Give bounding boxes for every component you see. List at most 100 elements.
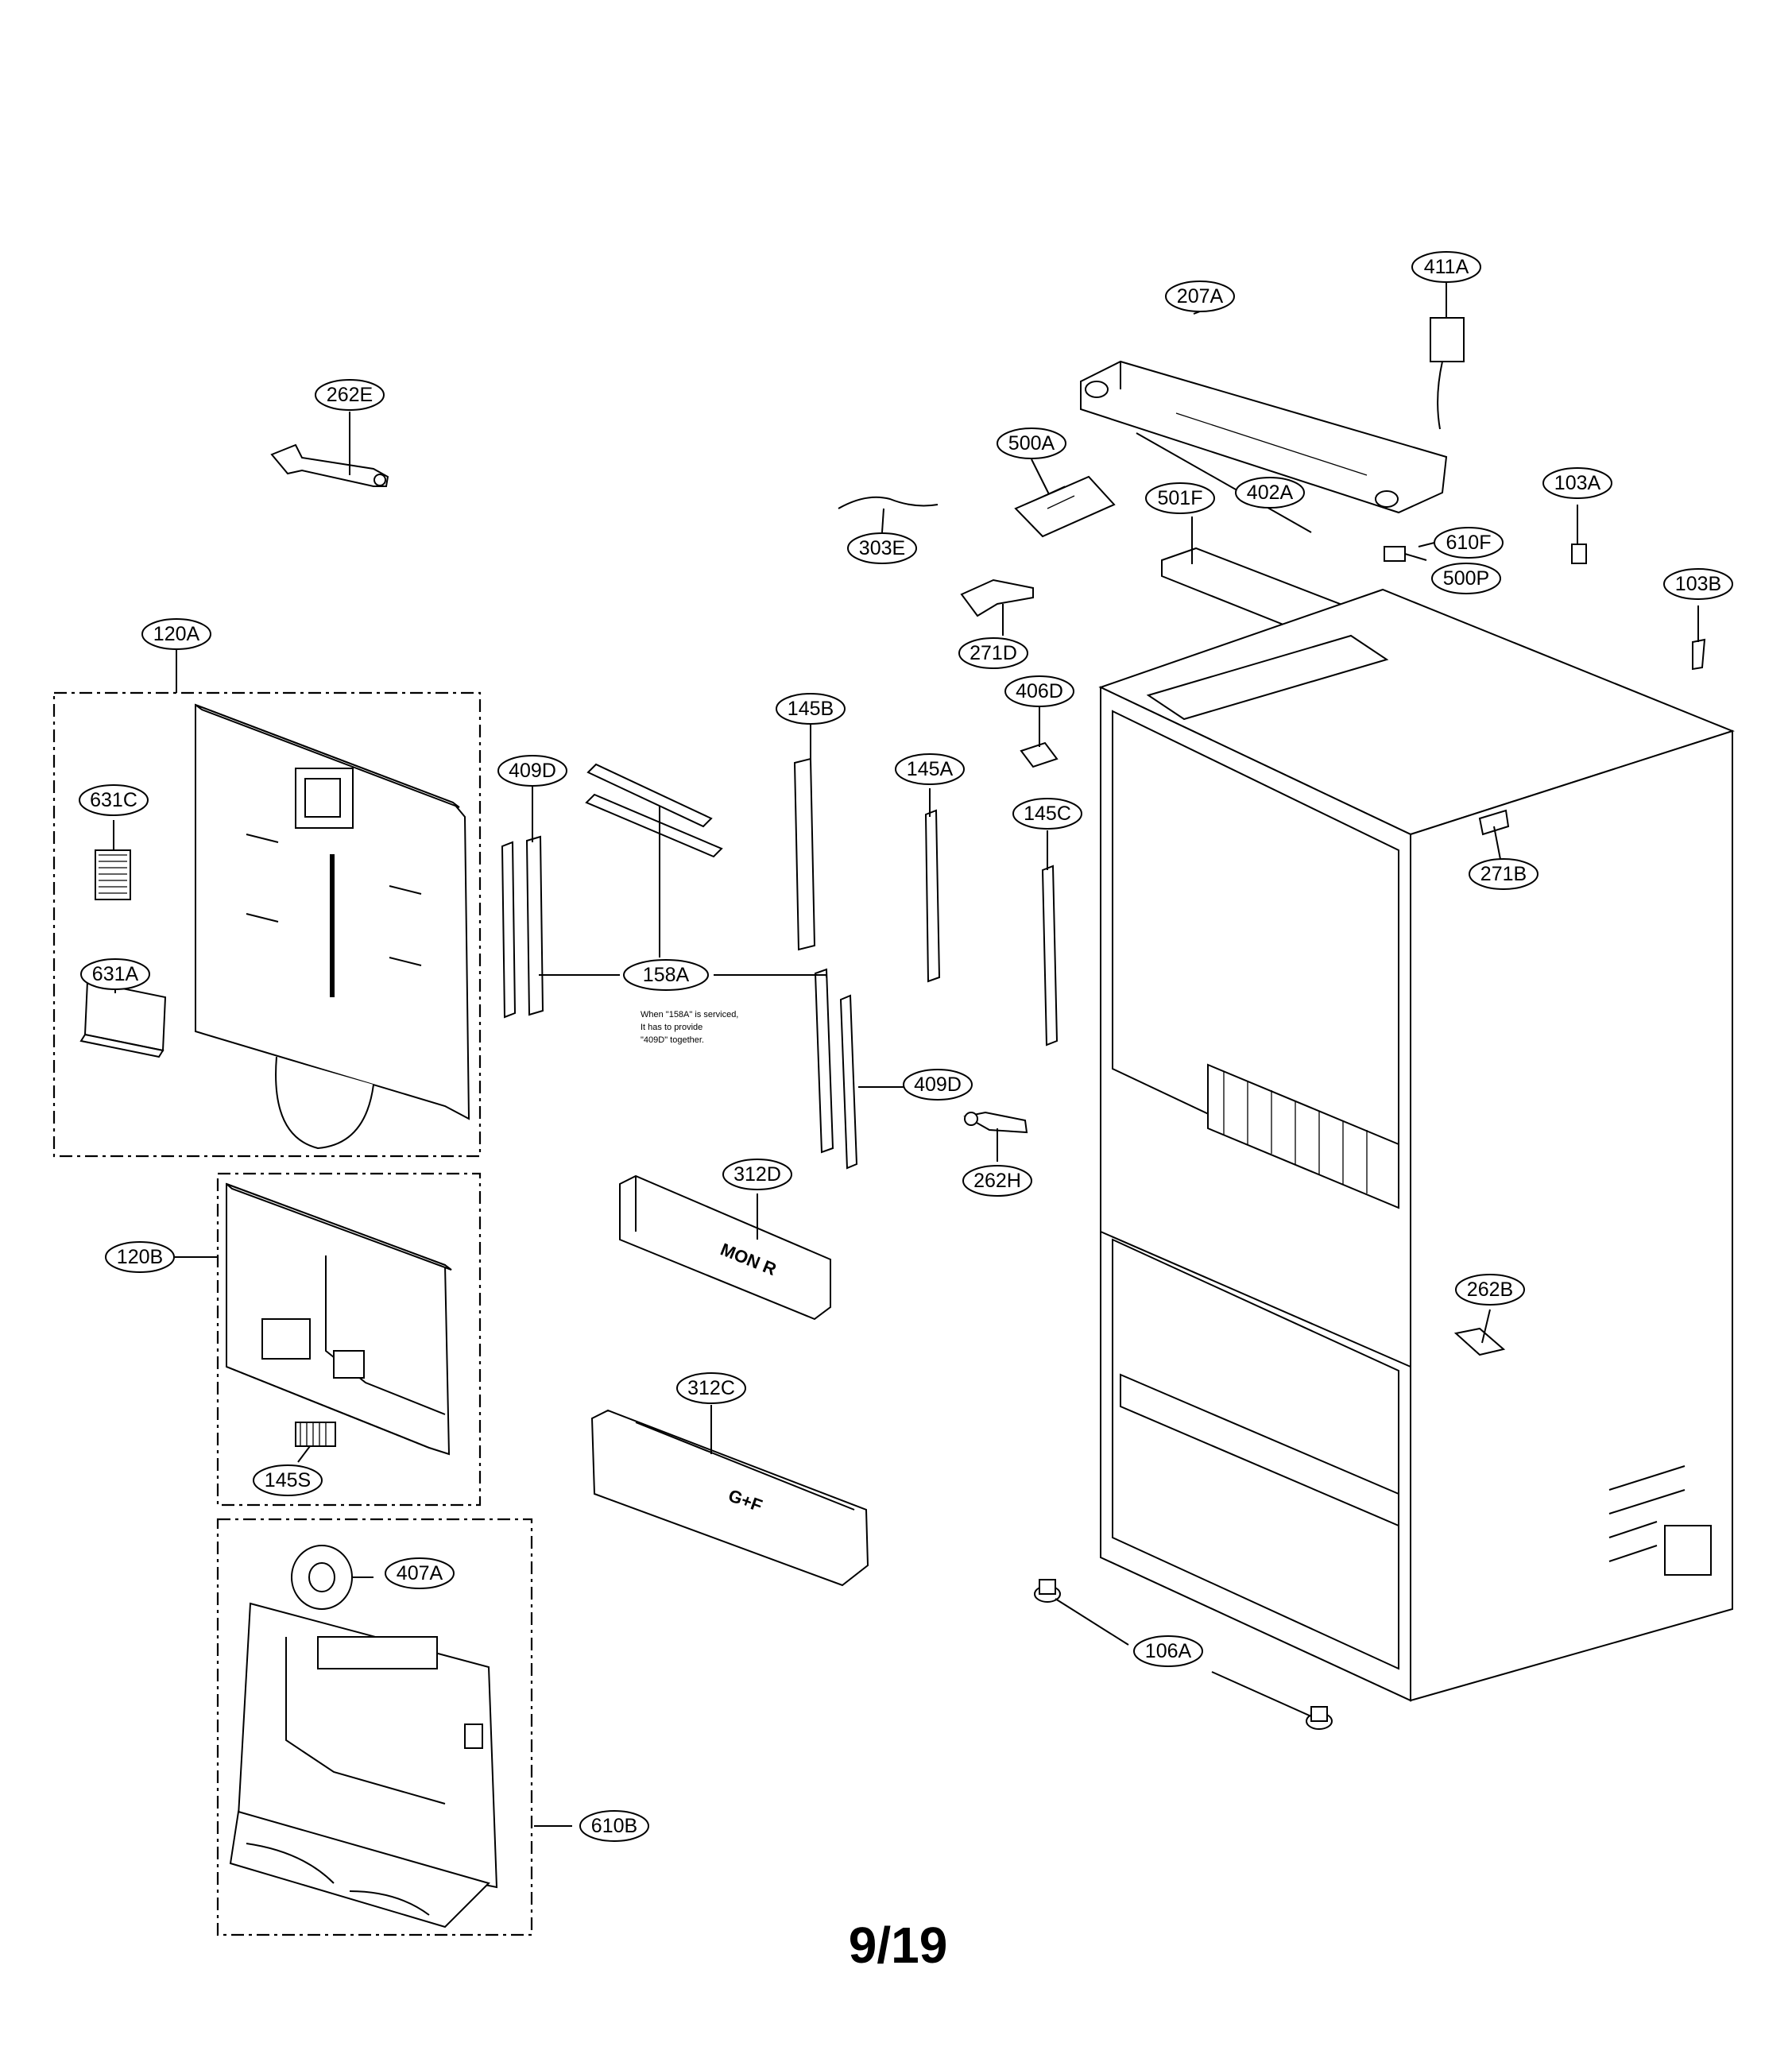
callout: 103B — [1663, 568, 1733, 600]
svg-text:406D: 406D — [1016, 680, 1063, 702]
svg-text:631C: 631C — [90, 789, 137, 811]
group-box-120B — [216, 1172, 482, 1507]
filter-cover-panel — [195, 703, 470, 1150]
callout: 610B — [579, 1810, 649, 1842]
svg-text:103B: 103B — [1675, 573, 1721, 595]
svg-text:271B: 271B — [1480, 863, 1527, 885]
callout: 271B — [1469, 858, 1538, 890]
trim-strips-409D-left — [501, 835, 544, 1019]
cam-262H — [963, 1111, 1028, 1134]
wrench-262E — [270, 443, 389, 487]
callout: 409D — [903, 1069, 973, 1101]
duct-assembly-610B — [229, 1602, 498, 1929]
service-note-line-1: When "158A" is serviced, — [641, 1010, 738, 1019]
callout: 631C — [79, 784, 149, 816]
damper-145S — [295, 1422, 336, 1447]
svg-text:312D: 312D — [733, 1163, 781, 1186]
callout: 631A — [80, 958, 150, 990]
svg-text:106A: 106A — [1145, 1640, 1192, 1662]
callout: 103A — [1542, 467, 1612, 499]
svg-text:145B: 145B — [788, 698, 834, 720]
power-cord-411A — [1430, 317, 1465, 430]
svg-text:262B: 262B — [1467, 1279, 1513, 1301]
svg-text:409D: 409D — [509, 760, 556, 782]
svg-text:610F: 610F — [1446, 532, 1492, 554]
harness-303E — [838, 496, 939, 509]
svg-text:103A: 103A — [1554, 472, 1601, 494]
hinge-262B — [1453, 1327, 1506, 1356]
callout: 501F — [1145, 482, 1215, 514]
hinge-103A — [1571, 544, 1587, 564]
callout: 407A — [385, 1557, 455, 1589]
callout: 145S — [253, 1464, 323, 1496]
svg-text:610B: 610B — [591, 1815, 637, 1837]
callout: 411A — [1411, 251, 1481, 283]
trim-strip-158A-top — [585, 763, 723, 858]
callout: 500P — [1431, 563, 1501, 594]
callout: 106A — [1133, 1635, 1203, 1667]
callout: 120B — [105, 1241, 175, 1273]
svg-text:411A: 411A — [1424, 256, 1469, 278]
callout: 312C — [676, 1372, 746, 1404]
callout: 402A — [1235, 477, 1305, 509]
callout: 262H — [962, 1165, 1032, 1197]
group-box-120A — [52, 650, 482, 1158]
svg-text:409D: 409D — [914, 1074, 962, 1096]
service-note-line-3: "409D" together. — [641, 1035, 704, 1045]
callout: 610F — [1434, 527, 1504, 559]
svg-text:312C: 312C — [687, 1377, 735, 1399]
callout: 409D — [497, 755, 567, 787]
service-note: When "158A" is serviced, It has to provi… — [641, 1010, 738, 1045]
drawer-cover-312D: MON R — [619, 1174, 831, 1321]
group-box-610B — [216, 1518, 533, 1936]
hinge-103B — [1692, 638, 1706, 671]
svg-text:145C: 145C — [1024, 803, 1071, 825]
svg-text:631A: 631A — [92, 963, 139, 985]
svg-text:262H: 262H — [973, 1170, 1021, 1192]
fan-motor-407A — [291, 1545, 353, 1610]
callout: 207A — [1165, 280, 1235, 312]
svg-text:120A: 120A — [153, 623, 200, 645]
drawer-cover-312C: G+F — [590, 1409, 869, 1587]
service-note-line-2: It has to provide — [641, 1023, 702, 1032]
bracket-271D — [960, 578, 1034, 617]
fresh-air-filter — [79, 980, 167, 1058]
svg-text:145A: 145A — [907, 758, 954, 780]
callout: 158A — [623, 959, 709, 991]
leveling-leg-left — [1034, 1579, 1061, 1603]
switch-500P — [1384, 546, 1406, 562]
hinge-271B — [1478, 809, 1510, 836]
svg-text:158A: 158A — [643, 964, 690, 986]
callout: 312D — [722, 1159, 792, 1190]
svg-text:501F: 501F — [1158, 487, 1203, 509]
callout: 271D — [958, 637, 1028, 669]
evaporator-cover-panel — [226, 1182, 452, 1456]
svg-text:262E: 262E — [327, 384, 373, 406]
callout: 262E — [315, 379, 385, 411]
svg-text:500A: 500A — [1008, 432, 1055, 455]
callout: 303E — [847, 532, 917, 564]
svg-text:271D: 271D — [970, 642, 1017, 664]
svg-text:120B: 120B — [117, 1246, 163, 1268]
callout: 145B — [776, 693, 846, 725]
svg-text:303E: 303E — [859, 537, 905, 559]
svg-text:145S: 145S — [265, 1469, 311, 1491]
callout: 145C — [1012, 798, 1082, 830]
refrigerator-cabinet — [1098, 588, 1735, 1702]
fresh-air-filter-grille — [95, 849, 131, 900]
page-number: 9/19 — [849, 1917, 948, 1974]
guide-rails-145 — [793, 757, 1059, 1046]
callout: 406D — [1004, 675, 1074, 707]
leveling-leg-right — [1306, 1706, 1333, 1730]
sensor-406D — [1020, 741, 1059, 768]
pcb-500A — [1014, 475, 1116, 538]
callout: 145A — [895, 753, 965, 785]
trim-strips-409D-right — [814, 968, 858, 1170]
svg-text:402A: 402A — [1247, 482, 1294, 504]
callout: 262B — [1455, 1274, 1525, 1306]
callout: 500A — [997, 427, 1066, 459]
svg-text:207A: 207A — [1177, 285, 1224, 308]
control-cover-207A — [1080, 360, 1448, 514]
